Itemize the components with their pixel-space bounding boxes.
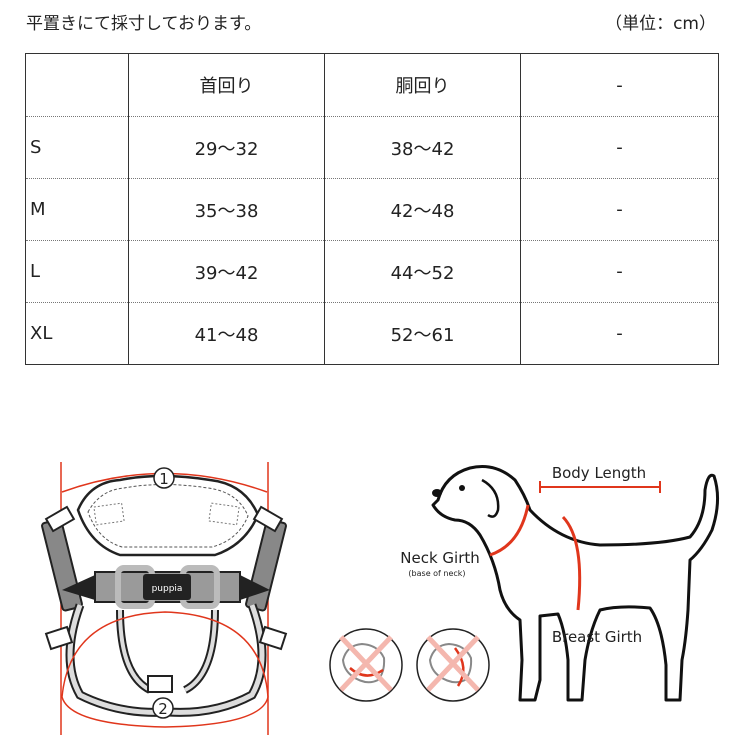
body-length-label: Body Length — [552, 464, 646, 482]
marker-1: 1 — [159, 470, 169, 488]
size-cell: L — [25, 240, 129, 303]
neck-girth-label: Neck Girth — [400, 549, 480, 567]
harness-diagram: puppia 1 2 — [41, 462, 288, 735]
crossed-out-dog-head-icon — [329, 628, 403, 702]
crossed-out-dog-head-icon — [416, 628, 490, 702]
unit-note: （単位：cm） — [605, 14, 716, 34]
table-row: XL 41～48 52～61 - — [25, 302, 719, 365]
neck-cell: 41～48 — [128, 302, 325, 365]
measurement-note: 平置きにて採寸しております。 — [26, 14, 262, 34]
size-table: 首回り 胴回り - S 29～32 38～42 - M 35～38 42～48 … — [25, 53, 719, 365]
header-cell-blank — [25, 53, 129, 117]
body-cell: 42～48 — [324, 178, 521, 241]
body-cell: 38～42 — [324, 116, 521, 179]
dog-diagram: Body Length Neck Girth (base of neck) Br… — [400, 464, 719, 702]
extra-cell: - — [520, 178, 719, 241]
marker-2: 2 — [158, 700, 168, 718]
size-cell: M — [25, 178, 129, 241]
table-row: L 39～42 44～52 - — [25, 240, 719, 303]
extra-cell: - — [520, 302, 719, 365]
body-cell: 44～52 — [324, 240, 521, 303]
header-cell-neck: 首回り — [128, 53, 325, 117]
header-cell-body: 胴回り — [324, 53, 521, 117]
table-row: S 29～32 38～42 - — [25, 116, 719, 179]
header-cell-extra: - — [520, 53, 719, 117]
neck-cell: 35～38 — [128, 178, 325, 241]
size-cell: S — [25, 116, 129, 179]
extra-cell: - — [520, 240, 719, 303]
body-cell: 52～61 — [324, 302, 521, 365]
neck-cell: 39～42 — [128, 240, 325, 303]
extra-cell: - — [520, 116, 719, 179]
table-row: M 35～38 42～48 - — [25, 178, 719, 241]
size-cell: XL — [25, 302, 129, 365]
breast-girth-label: Breast Girth — [552, 628, 642, 646]
measurement-illustration: puppia 1 2 Body Length Neck Girth ( — [41, 462, 719, 735]
table-header-row: 首回り 胴回り - — [25, 53, 719, 117]
neck-girth-sublabel: (base of neck) — [408, 569, 465, 578]
brand-text: puppia — [152, 584, 183, 594]
neck-cell: 29～32 — [128, 116, 325, 179]
